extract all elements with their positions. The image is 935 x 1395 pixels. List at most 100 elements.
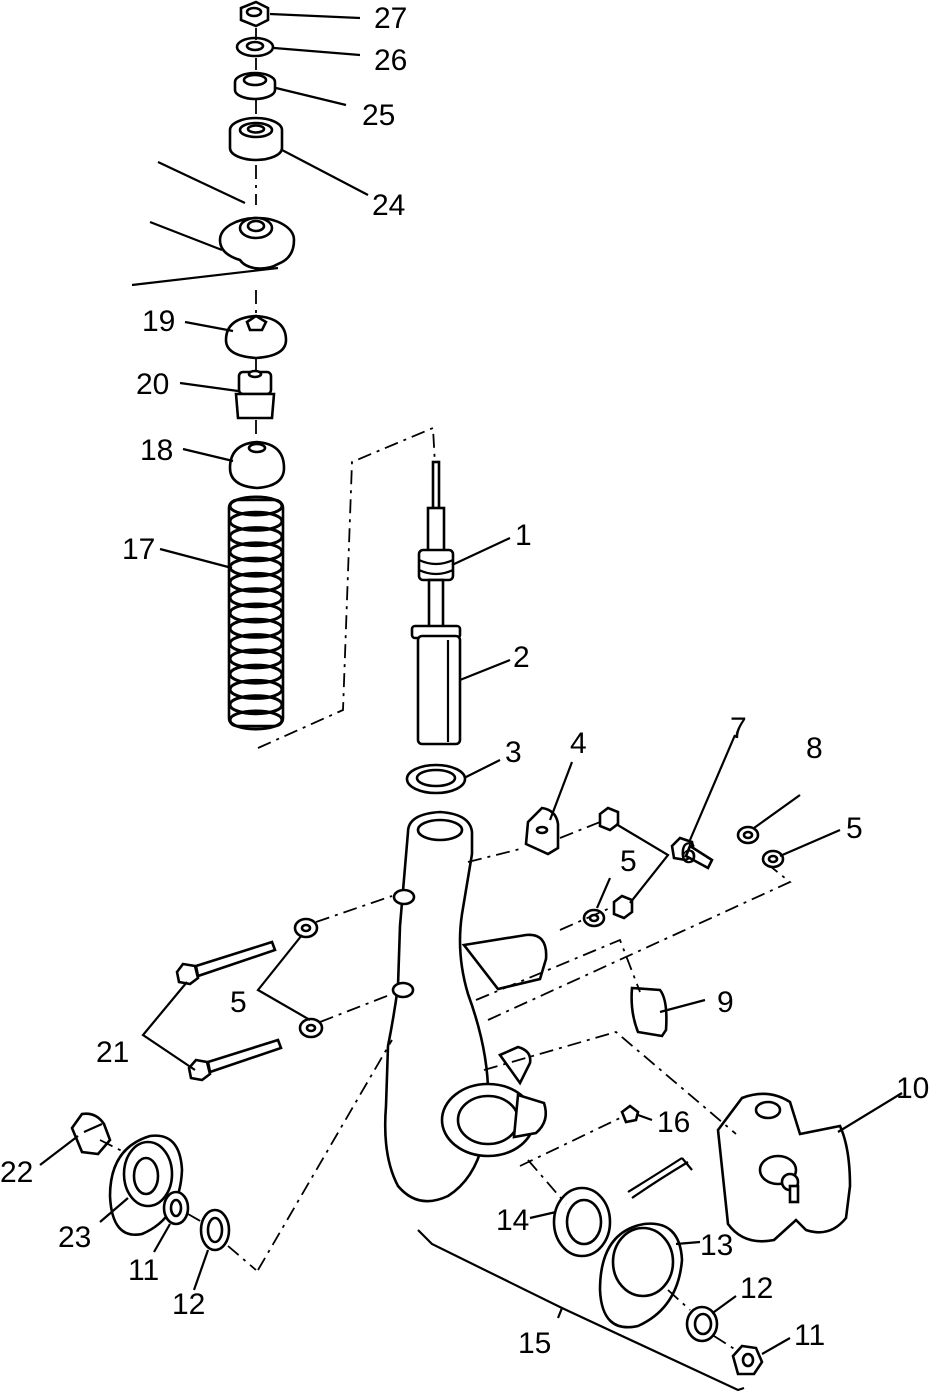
assembly-guide: [713, 1335, 737, 1351]
assembly-guide: [475, 938, 641, 1001]
bolt-21: [187, 1038, 283, 1082]
callout-labels: 27 26 25 24 19 20 18 17 1 2 3 4 7 8 5 6 …: [0, 2, 929, 1360]
callout-21: 21: [96, 1036, 129, 1069]
spring-coil: [228, 541, 284, 563]
leader-5: [256, 934, 311, 1021]
reference-line: [157, 161, 246, 204]
bolt-16: [620, 1104, 640, 1124]
coil-spring-17: [227, 495, 285, 731]
leader-lines: [39, 12, 903, 1355]
nut-11: [731, 1344, 764, 1376]
assembly-guide: [527, 1159, 567, 1205]
callout-5: 5: [230, 986, 247, 1019]
assembly-guide: [519, 1117, 621, 1167]
callout-11: 11: [794, 1319, 825, 1352]
mount-cup: [218, 216, 296, 270]
callout-11: 11: [128, 1254, 159, 1287]
shock-absorber: [410, 460, 462, 746]
callout-26: 26: [374, 44, 407, 77]
callout-23: 23: [58, 1221, 91, 1254]
callout-8: 8: [806, 732, 823, 765]
spring-coil: [228, 571, 284, 593]
spring-coil: [228, 694, 284, 716]
leader-6: [615, 823, 670, 904]
assembly-guide: [99, 1139, 125, 1153]
callout-27: 27: [374, 2, 407, 35]
steering-knuckle: [383, 810, 548, 1203]
washer-12: [685, 1305, 719, 1343]
assembly-guide: [667, 1289, 691, 1311]
callout-12: 12: [740, 1272, 773, 1305]
bolt-21: [175, 940, 277, 986]
callout-13: 13: [700, 1229, 733, 1262]
spring-coil: [228, 648, 284, 670]
assembly-guide: [483, 1031, 737, 1135]
callout-24: 24: [372, 189, 405, 222]
ring-12: [199, 1208, 231, 1252]
washer-5: [298, 1017, 324, 1039]
callout-19: 19: [142, 305, 175, 338]
spring-coil: [228, 617, 284, 639]
callout-20: 20: [136, 368, 169, 401]
reference-line: [149, 220, 223, 252]
reference-line: [131, 266, 279, 287]
callout-16: 16: [657, 1106, 690, 1139]
callout-7: 7: [730, 712, 747, 745]
assembly-guide: [467, 847, 525, 863]
caliper-10: [716, 1092, 852, 1243]
assembly-guide: [319, 993, 393, 1023]
leader-21: [141, 981, 196, 1071]
nut-27: [239, 0, 270, 28]
spring-coil: [228, 602, 284, 624]
callout-18: 18: [140, 434, 173, 467]
spring-coil: [228, 678, 284, 700]
callout-5: 5: [846, 812, 863, 845]
stud-22: [70, 1112, 112, 1156]
callout-15: 15: [518, 1327, 551, 1360]
washer-25: [233, 71, 277, 101]
washer-5: [582, 908, 606, 928]
bearing-24: [228, 116, 284, 162]
washer-5: [293, 917, 319, 939]
nut-6: [612, 894, 634, 920]
callout-1: 1: [515, 519, 532, 552]
assembly-guide: [257, 1039, 393, 1271]
assembly-guide: [257, 426, 436, 749]
callout-25: 25: [362, 99, 395, 132]
brake-pad-9: [630, 986, 668, 1038]
spring-coil: [228, 510, 284, 532]
callout-3: 3: [505, 736, 522, 769]
callout-6: 6: [680, 837, 697, 870]
bracket-4: [524, 806, 560, 856]
spring-coil: [228, 709, 284, 731]
washer-8: [736, 825, 760, 845]
seal-14: [552, 1186, 612, 1258]
callout-14: 14: [496, 1204, 529, 1237]
assembly-guide: [187, 1213, 203, 1223]
cone-11: [162, 1190, 190, 1226]
assembly-guide: [559, 821, 601, 839]
callout-22: 22: [0, 1156, 33, 1189]
bracket-15-tick: [556, 1307, 564, 1319]
assembly-guide: [227, 1245, 257, 1271]
bump-cap-19: [224, 314, 288, 360]
callout-9: 9: [717, 986, 734, 1019]
washer-3: [405, 763, 467, 795]
callout-4: 4: [570, 727, 587, 760]
spring-coil: [228, 587, 284, 609]
spring-coil: [228, 526, 284, 548]
callout-10: 10: [896, 1072, 929, 1105]
bearing-13: [598, 1222, 684, 1329]
assembly-guide: [315, 895, 393, 923]
assembly-guide: [559, 907, 611, 931]
assembly-guide: [487, 865, 792, 1021]
callout-17: 17: [122, 533, 155, 566]
nut-6: [598, 806, 620, 832]
spring-coil: [228, 495, 284, 517]
brake-line: [627, 1157, 693, 1199]
washer-26: [235, 36, 275, 58]
washer-5: [761, 849, 785, 869]
callout-5: 5: [620, 845, 637, 878]
